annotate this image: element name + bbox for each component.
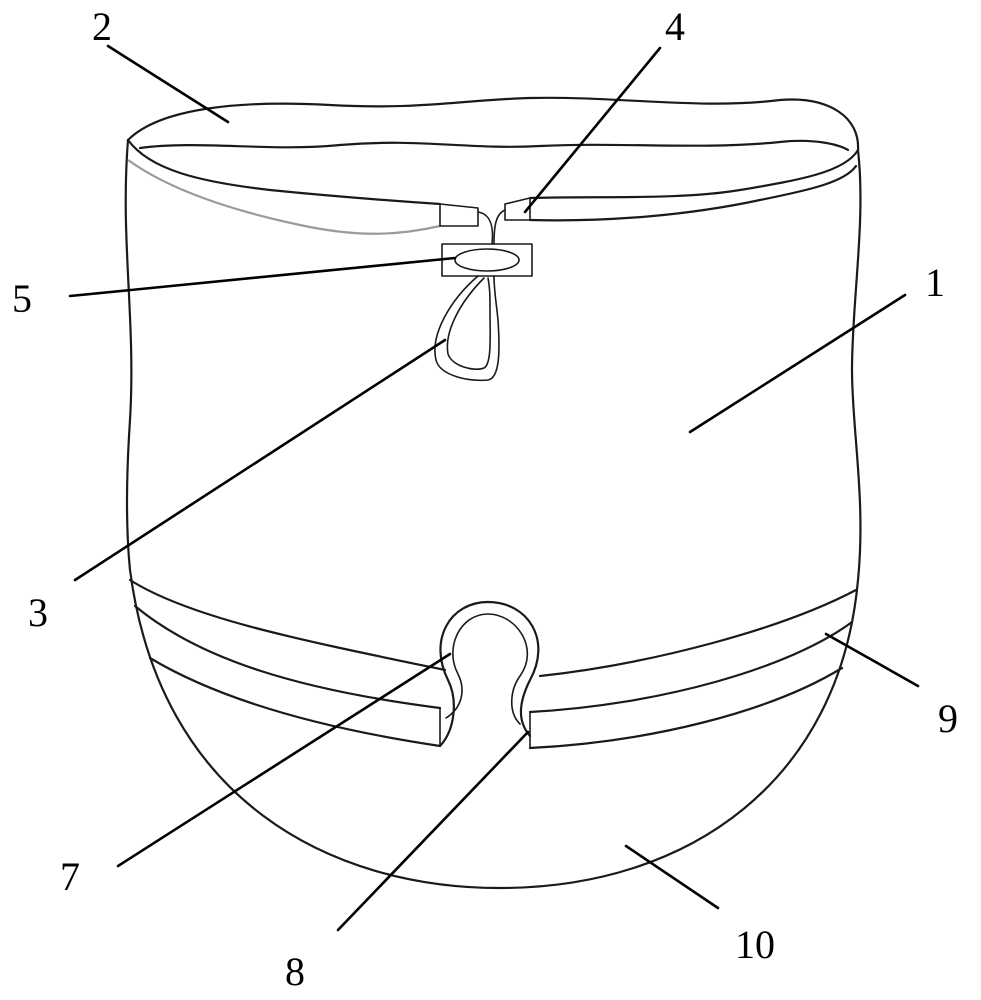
drawstring-loop-inner — [446, 277, 492, 370]
lower-band-mid-right — [528, 620, 854, 714]
lower-band-top-right — [538, 588, 858, 678]
hem-front-upper — [126, 138, 442, 206]
bag-body — [124, 138, 862, 890]
strap-loop-inner — [445, 613, 529, 725]
lower-band-top — [128, 578, 447, 672]
label-1: 1 — [925, 260, 945, 305]
hem-front-lower — [127, 159, 441, 235]
leader-5 — [68, 256, 457, 298]
drawstring-loop-outer — [434, 275, 500, 382]
label-10: 10 — [735, 922, 775, 967]
strap-loop-outer — [438, 600, 540, 748]
leader-1 — [688, 293, 907, 434]
drawstring-left — [477, 211, 494, 245]
leader-7 — [116, 652, 452, 868]
leader-3 — [73, 338, 447, 582]
cord-stopper-hole — [454, 248, 520, 272]
leader-9 — [824, 632, 920, 688]
leader-10 — [624, 844, 720, 910]
top-hem-outer — [126, 96, 860, 152]
hem-front-upper-right — [528, 148, 860, 200]
hem-front-lower-right — [528, 164, 858, 222]
label-9: 9 — [938, 696, 958, 741]
hem-end-right — [504, 197, 531, 221]
lower-band-bottom — [148, 656, 442, 748]
leader-2 — [106, 44, 230, 124]
drawstring-right — [493, 209, 506, 245]
label-3: 3 — [28, 590, 48, 635]
hem-end-left — [439, 203, 479, 227]
top-hem-inner — [138, 139, 850, 152]
leader-4 — [523, 46, 662, 214]
lower-band-bottom-right — [528, 666, 844, 750]
label-8: 8 — [285, 949, 305, 994]
label-5: 5 — [12, 276, 32, 321]
label-2: 2 — [92, 4, 112, 49]
label-7: 7 — [60, 854, 80, 899]
lower-band-mid — [133, 604, 442, 710]
label-4: 4 — [665, 4, 685, 49]
leader-8 — [336, 730, 530, 932]
